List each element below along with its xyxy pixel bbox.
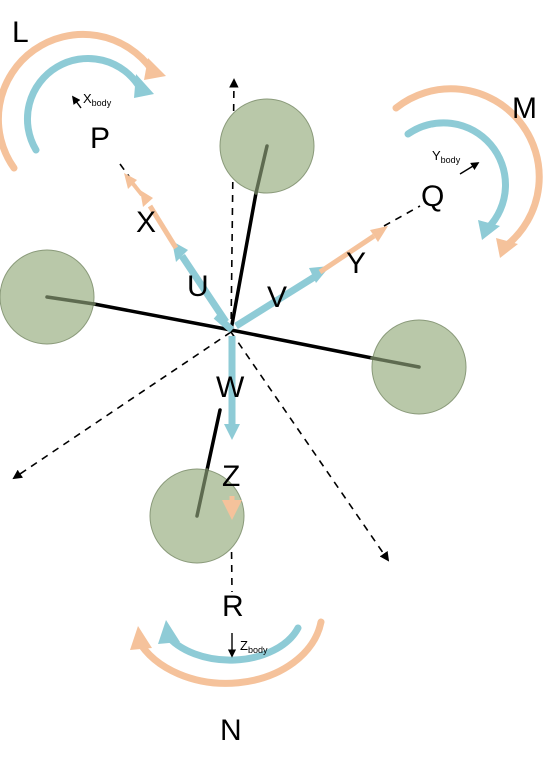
zbody-base: Z [240,638,248,653]
ybody-sub: body [441,155,461,165]
label-ybody: Ybody [432,148,461,165]
xbody-sub: body [92,98,112,108]
labels: L M N P Q R U V W X Y Z Xbody Ybody Zbod… [12,16,537,747]
label-z: Z [222,460,240,493]
label-y: Y [346,247,366,280]
l-moment-arc [0,30,156,172]
arm-top-inner [254,144,269,195]
r-rate-arc [162,624,302,664]
w-velocity-arrowhead [224,424,240,440]
label-q: Q [421,180,444,213]
label-l: L [12,16,29,49]
label-u: U [187,270,209,303]
u-velocity-arrow-shaft [179,254,229,324]
p-rate-arc [23,54,144,154]
v-velocity-arrow-shaft [234,273,318,329]
dashed-axis-to-p [119,163,137,187]
q-rate-arc [404,119,509,232]
arm-right [229,328,374,360]
dashed-axis-lower-right [230,331,390,562]
label-zbody: Zbody [240,638,268,655]
label-p: P [90,122,110,155]
arm-left [92,302,233,332]
label-w: W [216,371,245,404]
center-stub-left [213,313,235,333]
z-force-arrowhead [222,500,242,520]
label-m: M [512,92,537,125]
zbody-sub: body [248,645,268,655]
y-force-arrow-shaft [318,233,376,275]
r-rate-arrowhead [158,620,180,644]
ybody-arrow [459,162,480,175]
arm-bottom [205,408,222,472]
xbody-base: X [83,91,92,106]
n-moment-arc [134,618,325,687]
arms [45,144,421,518]
n-moment-arrowhead [130,626,152,650]
arm-top [229,191,258,332]
x-force-arrowhead [140,190,153,207]
x-force-tip-head [124,173,137,189]
label-x: X [136,206,156,239]
arm-bottom-inner [195,468,209,518]
arm-right-inner [370,356,421,369]
label-r: R [222,590,244,623]
body-axis-arrows [72,95,480,658]
rotation-arrows [0,30,543,687]
ybody-base: Y [432,148,441,163]
y-force-arrowhead [370,226,388,242]
xbody-arrow [72,95,82,109]
p-rate-arrowhead [134,74,154,98]
linear-arrows [124,173,388,520]
m-moment-arrowhead [496,238,518,258]
dashed-axis-lower-left [12,331,232,480]
q-rate-arrowhead [478,220,500,240]
arm-left-inner [45,295,96,306]
dashed-axis-to-q [383,205,421,227]
label-xbody: Xbody [83,91,112,108]
m-moment-arc [392,85,543,250]
label-n: N [220,714,242,747]
x-force-arrow-shaft [147,204,179,250]
l-moment-arrowhead [144,58,166,80]
label-v: V [267,281,287,314]
